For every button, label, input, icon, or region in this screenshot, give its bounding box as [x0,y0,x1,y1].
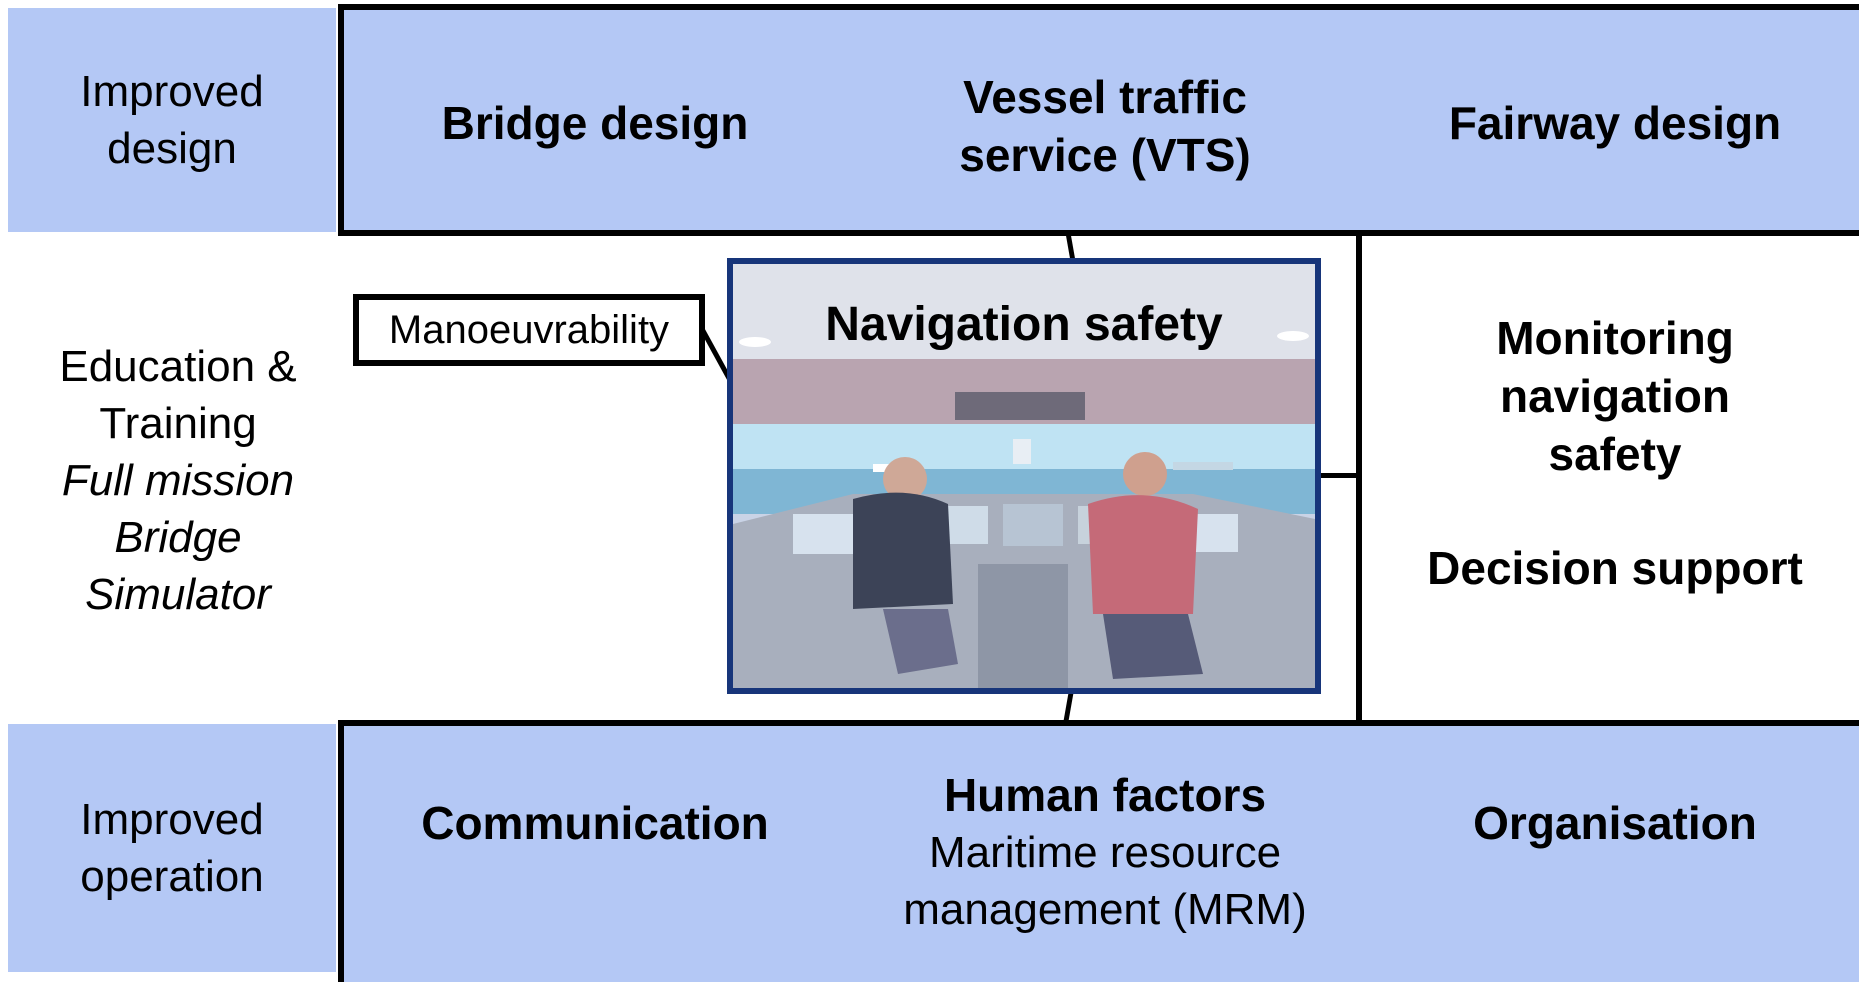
decision-support-label: Decision support [1427,542,1803,594]
bridge-line: Bridge [114,512,242,562]
improved-operation-line-2: operation [80,852,264,901]
bridge-simulator-photo: Navigation safety [727,258,1321,694]
monitoring-line-1: Monitoring [1496,312,1734,364]
mrm-line-2: management (MRM) [903,885,1307,934]
bridge-design-label: Bridge design [441,97,749,149]
mrm-line-1: Maritime resource [928,828,1282,877]
simulator-scene-image [733,264,1315,688]
monitoring-line-2: navigation [1499,370,1731,422]
bottom-connector [1063,692,1074,722]
right-vertical-divider [1356,234,1362,722]
organisation-label: Organisation [1473,797,1757,849]
human-factors-label: Human factors [943,769,1267,821]
fairway-design-label: Fairway design [1448,97,1782,149]
manoeuvrability-connector [700,327,732,382]
improved-design-line-1: Improved [80,67,264,116]
navigation-safety-title: Navigation safety [825,298,1223,351]
full-mission-line: Full mission [61,455,295,505]
training-line: Training [99,398,257,448]
communication-label: Communication [421,797,769,849]
education-line: Education & [59,341,297,391]
photo-right-connector [1321,473,1357,478]
vts-line-2: service (VTS) [959,129,1251,181]
monitoring-block: Monitoring navigation safety [1380,306,1850,486]
improved-operation-line-1: Improved [80,795,264,844]
manoeuvrability-label: Manoeuvrability [388,307,670,352]
improved-design-label: Improved design [8,8,336,232]
operation-row-box [338,720,1859,982]
improved-operation-label: Improved operation [8,724,336,972]
education-training-label: Education & Training Full mission Bridge… [8,330,348,630]
human-factors-block: Human factors Maritime resource manageme… [860,764,1350,940]
design-row-box [338,4,1859,236]
vts-label: Vessel traffic service (VTS) [860,64,1350,188]
monitoring-line-3: safety [1548,428,1682,480]
manoeuvrability-box: Manoeuvrability [353,294,705,366]
simulator-line: Simulator [85,569,271,619]
improved-design-line-2: design [107,124,237,173]
vts-line-1: Vessel traffic [963,71,1247,123]
